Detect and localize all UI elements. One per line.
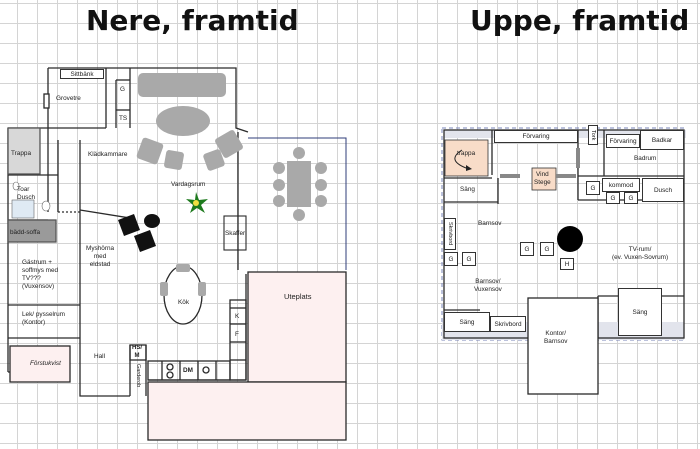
sang-upper-label: Säng [460,186,475,193]
upstairs-title: Uppe, framtid [470,4,690,37]
forvaring-upper-right: Förvaring [606,134,640,148]
sang-lower-right: Säng [618,288,662,336]
trappa-down-label: Trappa [11,150,32,157]
skrivbord-lower-label: Skrivbord [490,316,526,332]
forstukvist-label: Förstukvist [30,360,61,367]
g-box-6: G [520,242,534,256]
vardagsrum-label: Vardagsrum [171,181,206,188]
g-box-4: G [444,252,458,266]
badd-soffa-label: bädd-soffa [10,229,41,236]
g-box-3: G [624,192,638,204]
downstairs-furniture [9,73,347,441]
barnsov-vuxensov-label: Barnsov/ Vuxensov [474,278,502,293]
forvaring-upper-left: Förvaring [494,130,578,143]
kommod-label: kommod [602,178,640,192]
hall-label: Hall [94,353,106,360]
tv-rum-label: TV-rum/ (ev. Vuxen-Sovrum) [612,246,669,261]
sittbank-label: Sittbänk [60,69,104,79]
dusch-label: Dusch [642,178,684,202]
g-box-1: G [586,181,600,195]
uteplats-label: Uteplats [284,292,312,301]
dm-label: DM [183,367,193,374]
h-box: H [560,258,574,270]
downstairs-title: Nere, framtid [86,4,299,37]
myshorna-label: Myshörna med eldstad [86,245,115,268]
kok-label: Kök [178,299,190,306]
badrum-label: Badrum [634,155,657,162]
hs-label: HS/ M [132,345,143,359]
sang-lower-left: Säng [444,312,490,332]
g-cabinet-label: G [120,86,125,93]
kontor-label: Kontor/ Barnsov [544,330,568,345]
gastrum-label: Gästrum + soffmys med TV??? (Vuxensov) [22,259,59,290]
lek-label: Lek/ pysselrum (Kontor) [22,311,65,326]
upstairs-plan [441,127,686,395]
toar-label: Toar Dusch [17,186,36,201]
g-box-2: G [606,192,620,204]
garderob-label: Garderob [134,364,141,388]
k-label: K [235,313,240,320]
vind-stege-label: Vind Stege [534,171,551,186]
ts-label: TS [119,115,128,122]
barnsov-label: Barnsov [478,220,502,227]
trappa-up-label: trappa [457,150,476,157]
badkar-label: Badkar [640,130,684,150]
tork-label: Tork [588,125,598,145]
f-label: F [235,331,239,338]
kladkammare-label: Klädkammare [88,151,128,158]
skrivbord-left-label: Skrivbord [444,218,456,250]
grovetre-label: Grovetre [56,95,81,102]
g-box-5: G [462,252,476,266]
g-box-7: G [540,242,554,256]
skafferi-label: Skafferi [225,230,247,237]
